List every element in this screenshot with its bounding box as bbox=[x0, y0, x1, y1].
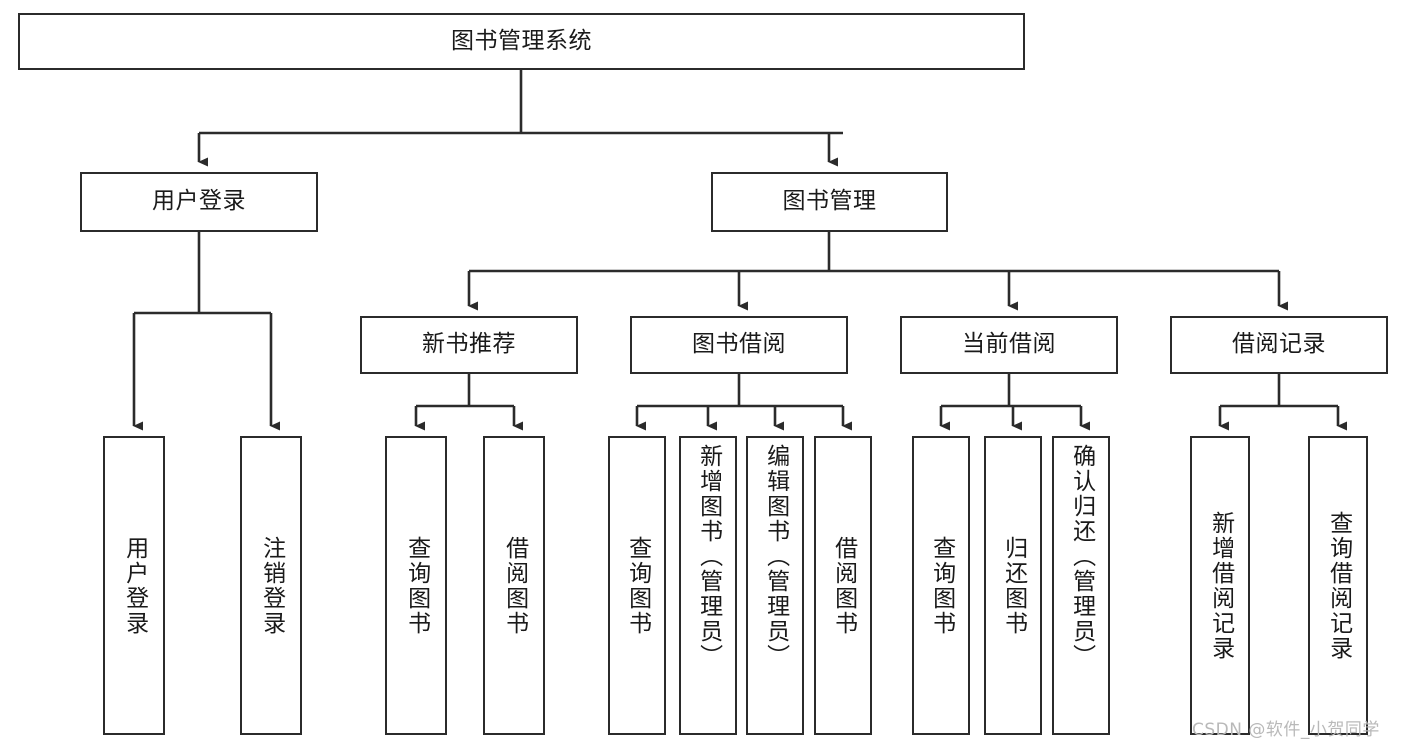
node-leaf-return-book[interactable]: 归还图书 bbox=[984, 436, 1042, 735]
node-title[interactable]: 图书管理系统 bbox=[18, 13, 1025, 70]
node-leaf-query-book-2[interactable]: 查询图书 bbox=[608, 436, 666, 735]
node-leaf-borrow-book-2[interactable]: 借阅图书 bbox=[814, 436, 872, 735]
node-leaf-add-book-admin-label: 新增图书（管理员） bbox=[695, 444, 722, 669]
node-leaf-query-book-1-label: 查询图书 bbox=[403, 535, 430, 636]
node-new-book-recommend[interactable]: 新书推荐 bbox=[360, 316, 578, 374]
node-user-login-label: 用户登录 bbox=[152, 188, 246, 215]
node-leaf-query-borrow-record-label: 查询借阅记录 bbox=[1325, 510, 1352, 661]
node-borrow-record-label: 借阅记录 bbox=[1232, 331, 1326, 358]
node-book-borrow[interactable]: 图书借阅 bbox=[630, 316, 848, 374]
node-borrow-record[interactable]: 借阅记录 bbox=[1170, 316, 1388, 374]
node-book-borrow-label: 图书借阅 bbox=[692, 331, 786, 358]
node-leaf-edit-book-admin[interactable]: 编辑图书（管理员） bbox=[746, 436, 804, 735]
node-leaf-query-book-1[interactable]: 查询图书 bbox=[385, 436, 447, 735]
node-leaf-query-book-2-label: 查询图书 bbox=[624, 535, 651, 636]
node-leaf-return-book-label: 归还图书 bbox=[1000, 535, 1027, 636]
node-leaf-query-borrow-record[interactable]: 查询借阅记录 bbox=[1308, 436, 1368, 735]
node-leaf-logout-login-label: 注销登录 bbox=[258, 535, 285, 636]
node-book-management-label: 图书管理 bbox=[782, 188, 877, 215]
node-user-login[interactable]: 用户登录 bbox=[80, 172, 318, 232]
node-leaf-add-borrow-record[interactable]: 新增借阅记录 bbox=[1190, 436, 1250, 735]
node-leaf-user-login-label: 用户登录 bbox=[121, 535, 148, 636]
node-leaf-confirm-return-admin-label: 确认归还（管理员） bbox=[1068, 444, 1095, 669]
node-leaf-borrow-book-1-label: 借阅图书 bbox=[501, 535, 528, 636]
node-leaf-borrow-book-2-label: 借阅图书 bbox=[830, 535, 857, 636]
node-current-borrow[interactable]: 当前借阅 bbox=[900, 316, 1118, 374]
node-leaf-query-book-3-label: 查询图书 bbox=[928, 535, 955, 636]
node-book-management[interactable]: 图书管理 bbox=[711, 172, 948, 232]
node-leaf-borrow-book-1[interactable]: 借阅图书 bbox=[483, 436, 545, 735]
node-leaf-confirm-return-admin[interactable]: 确认归还（管理员） bbox=[1052, 436, 1110, 735]
node-leaf-query-book-3[interactable]: 查询图书 bbox=[912, 436, 970, 735]
node-leaf-logout-login[interactable]: 注销登录 bbox=[240, 436, 302, 735]
node-leaf-edit-book-admin-label: 编辑图书（管理员） bbox=[762, 444, 789, 669]
node-new-book-recommend-label: 新书推荐 bbox=[422, 331, 516, 358]
node-leaf-add-book-admin[interactable]: 新增图书（管理员） bbox=[679, 436, 737, 735]
node-leaf-add-borrow-record-label: 新增借阅记录 bbox=[1207, 510, 1234, 661]
node-leaf-user-login[interactable]: 用户登录 bbox=[103, 436, 165, 735]
node-current-borrow-label: 当前借阅 bbox=[962, 331, 1056, 358]
node-title-label: 图书管理系统 bbox=[451, 27, 592, 54]
